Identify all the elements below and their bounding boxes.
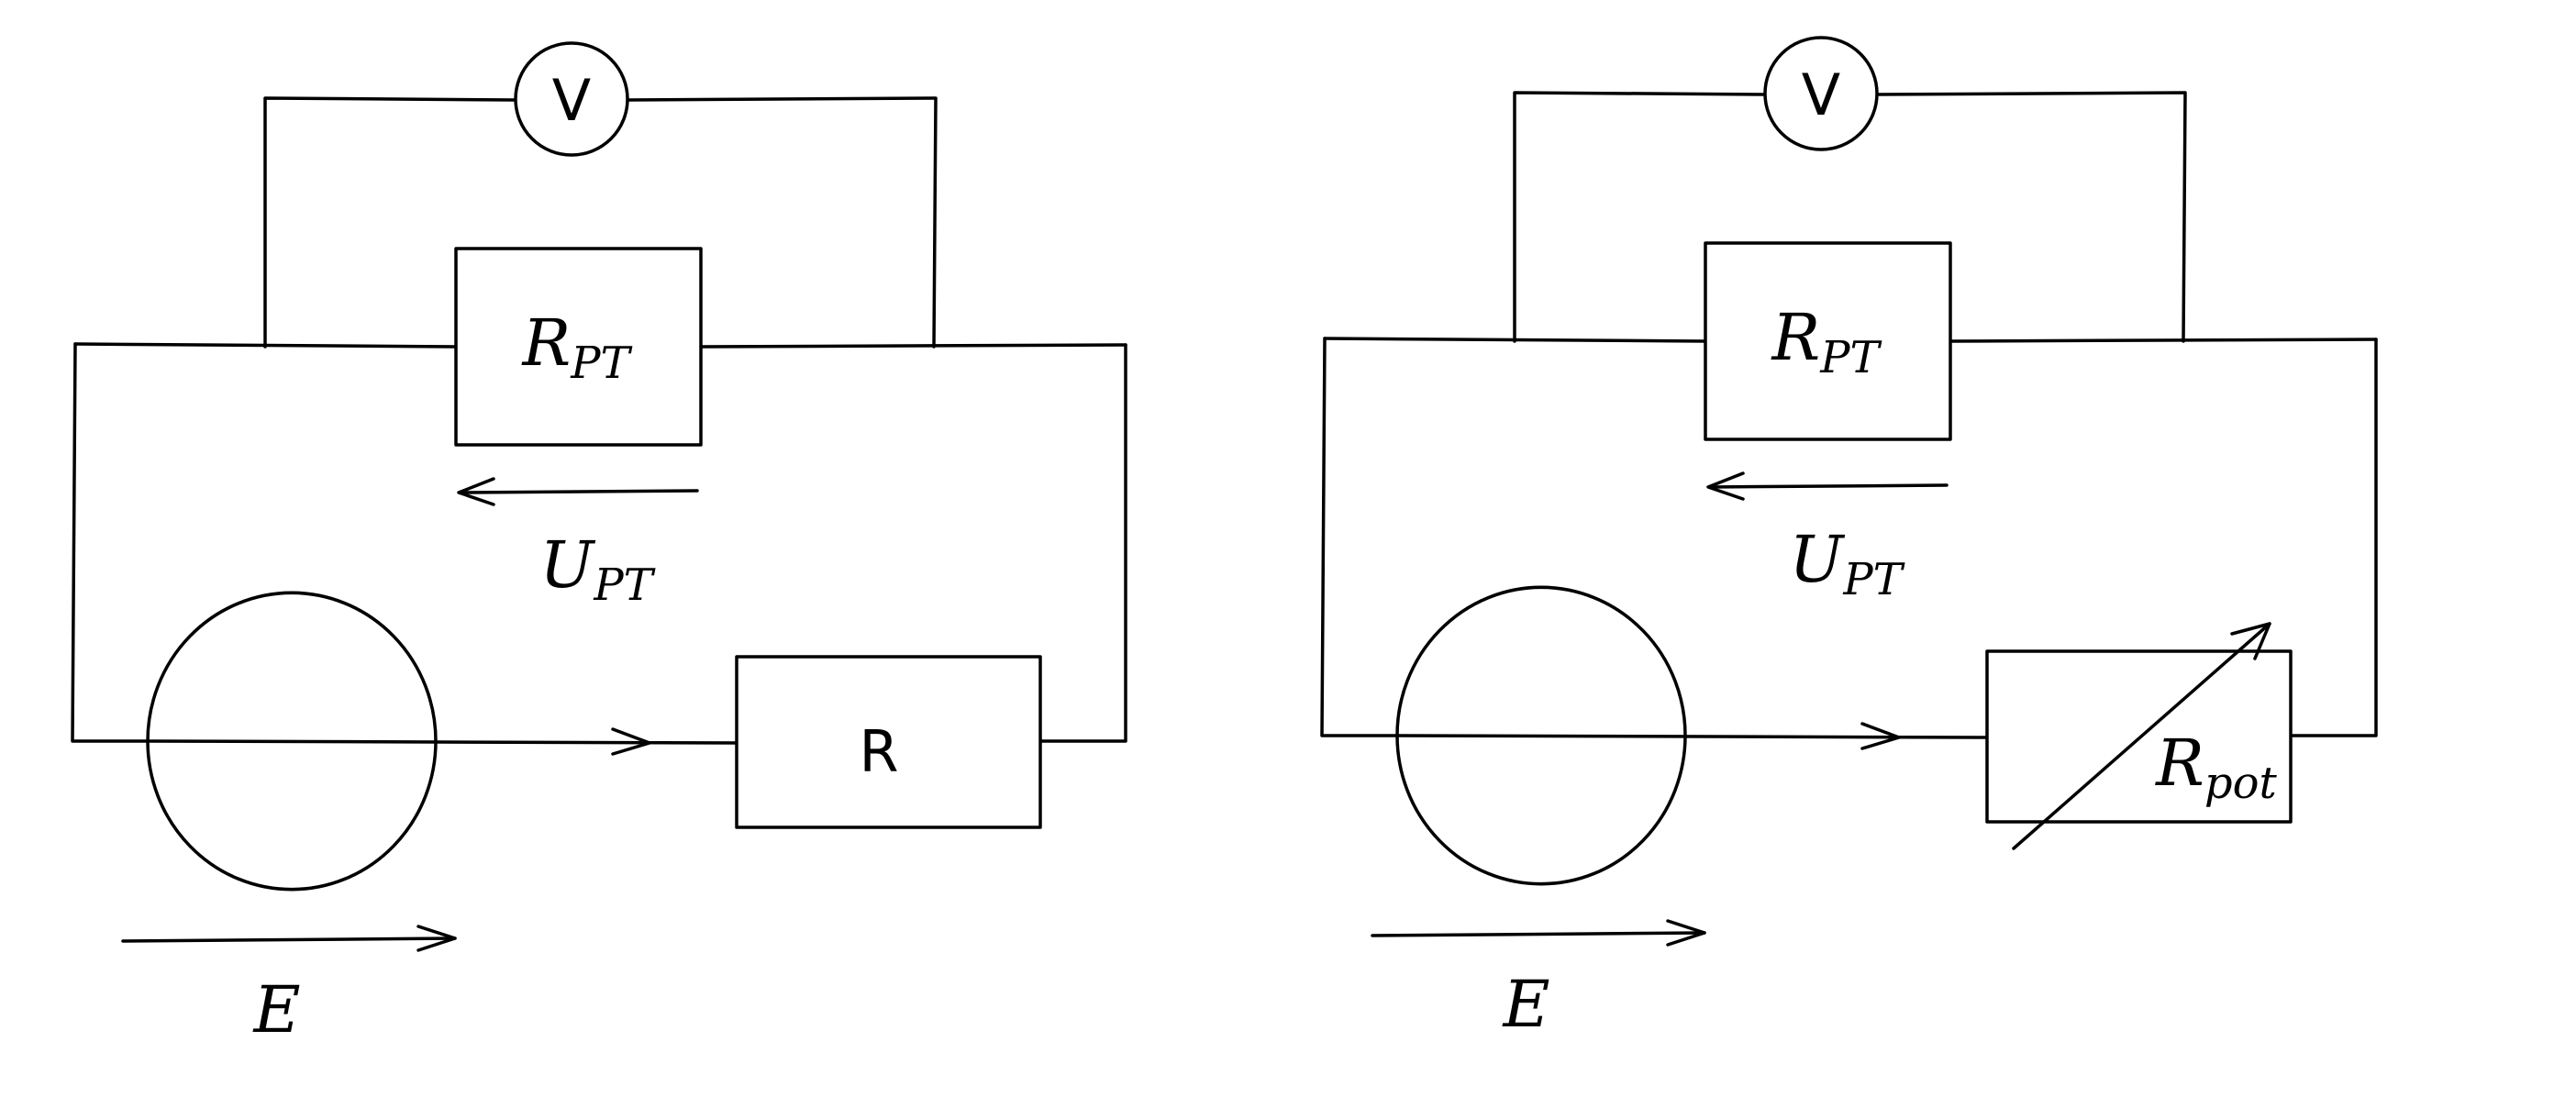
circuit-right: RPT V UPT Rpot E xyxy=(1320,36,2378,1042)
sensor-voltage-arrow-shaft xyxy=(1708,483,1949,489)
emf-label: E xyxy=(1501,967,1549,1042)
sensor-voltage-arrowhead xyxy=(1706,471,1745,501)
sensor-voltage-label: UPT xyxy=(539,527,655,611)
top-wire-right xyxy=(699,343,1127,349)
right-side-wire xyxy=(2289,338,2378,737)
voltmeter: V xyxy=(1763,36,1879,151)
bottom-wire xyxy=(1396,734,1993,739)
sensor-voltage-label: UPT xyxy=(1789,522,1904,605)
emf-arrow xyxy=(121,925,457,952)
emf-arrow xyxy=(1371,919,1706,947)
emf-arrow-shaft xyxy=(121,936,457,943)
load-resistor: R xyxy=(735,655,1042,829)
emf-label: E xyxy=(251,972,300,1047)
voltmeter-wire-left xyxy=(263,96,517,349)
sensor-resistor-body xyxy=(454,247,703,447)
voltage-source xyxy=(146,591,438,892)
load-resistor-body xyxy=(735,655,1042,829)
variable-resistor-label: Rpot xyxy=(2154,726,2277,809)
load-resistor-label: R xyxy=(859,718,898,785)
top-wire-right xyxy=(1949,338,2378,343)
voltmeter-circle xyxy=(514,41,629,157)
sensor-voltage-arrow xyxy=(457,477,699,506)
voltmeter-label: V xyxy=(552,67,591,134)
right-side-wire xyxy=(1038,343,1127,743)
voltmeter-wire-left xyxy=(1513,91,1767,343)
voltmeter: V xyxy=(514,41,629,157)
variable-resistor-body xyxy=(1985,649,2293,824)
voltmeter-wire-right xyxy=(1875,91,2187,343)
voltmeter-circle xyxy=(1763,36,1879,151)
emf-arrowhead xyxy=(416,925,457,952)
sensor-voltage-arrowhead xyxy=(457,477,495,506)
sensor-resistor: RPT xyxy=(1704,241,1952,441)
sensor-resistor: RPT xyxy=(454,247,703,447)
top-wire-left xyxy=(1323,337,1707,343)
left-side-wire xyxy=(1320,337,1400,737)
bottom-wire xyxy=(147,739,743,745)
sensor-voltage-arrow-shaft xyxy=(459,489,699,494)
current-arrowhead xyxy=(1860,722,1901,750)
variable-resistor: Rpot xyxy=(1985,622,2293,850)
left-side-wire xyxy=(71,342,150,743)
variable-resistor-arrow-shaft xyxy=(2012,622,2271,850)
emf-arrow-shaft xyxy=(1371,931,1706,937)
top-wire-left xyxy=(73,342,458,349)
voltage-source xyxy=(1395,585,1687,886)
voltmeter-wire-right xyxy=(626,96,938,349)
emf-arrowhead xyxy=(1666,919,1706,947)
circuit-left: RPT V UPT R E xyxy=(71,41,1127,1047)
voltmeter-label: V xyxy=(1802,61,1840,128)
sensor-resistor-label: RPT xyxy=(1770,300,1882,383)
variable-resistor-arrowhead xyxy=(2230,622,2271,660)
current-arrowhead xyxy=(611,727,651,756)
sensor-resistor-label: RPT xyxy=(520,305,632,389)
sensor-resistor-body xyxy=(1704,241,1952,441)
sensor-voltage-arrow xyxy=(1706,471,1949,501)
